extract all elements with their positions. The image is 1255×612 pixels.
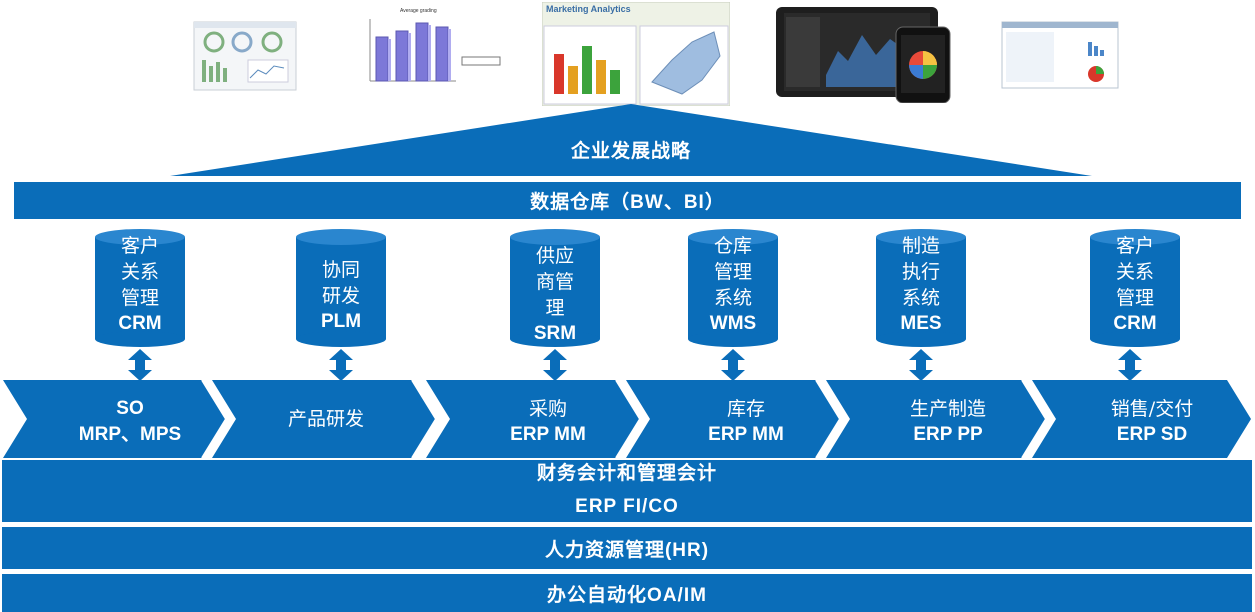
system-crm-cylinder: 客户 关系 管理 CRM	[95, 229, 185, 347]
double-arrow-icon	[909, 349, 933, 381]
process-label: 销售/交付	[1110, 398, 1194, 420]
process-label: 产品研发	[287, 408, 364, 430]
process-rd: 产品研发	[236, 406, 416, 432]
system-code: MES	[900, 313, 942, 334]
process-code: ERP MM	[708, 424, 784, 445]
bar-chart-thumbnail: Average grading	[369, 8, 501, 82]
system-line: 供应	[535, 245, 574, 267]
process-sales: 销售/交付 ERP SD	[1062, 396, 1242, 448]
process-label: 生产制造	[909, 398, 986, 420]
double-arrow-icon	[128, 349, 152, 381]
system-line: 商管	[535, 271, 574, 293]
system-line: 协同	[321, 259, 360, 281]
process-chevron	[3, 380, 226, 458]
process-label: 库存	[726, 398, 765, 420]
data-warehouse-bar: 数据仓库（BW、BI）	[14, 182, 1241, 219]
system-line: 管理	[713, 261, 752, 283]
svg-text:Marketing Analytics: Marketing Analytics	[546, 4, 631, 14]
system-mes-cylinder: 制造 执行 系统 MES	[876, 229, 966, 347]
finance-code: ERP FI/CO	[575, 496, 679, 517]
system-code: WMS	[709, 313, 757, 334]
process-chevron	[626, 380, 840, 458]
svg-text:Average grading: Average grading	[400, 8, 437, 14]
marketing-analytics-thumbnail: Marketing Analytics	[542, 2, 730, 106]
process-inventory: 库存 ERP MM	[656, 396, 836, 448]
double-arrow-icon	[721, 349, 745, 381]
process-label: 采购	[528, 398, 567, 420]
process-code: MRP、MPS	[78, 424, 182, 445]
system-code: PLM	[320, 311, 362, 332]
data-warehouse-label: 数据仓库（BW、BI）	[530, 192, 725, 213]
system-line: 仓库	[713, 235, 752, 257]
system-line: 理	[545, 297, 565, 319]
system-line: 系统	[901, 287, 940, 309]
system-line: 关系	[1115, 261, 1154, 283]
process-code: ERP MM	[510, 424, 586, 445]
system-srm-cylinder: 供应 商管 理 SRM	[510, 229, 600, 347]
system-code: CRM	[118, 313, 162, 334]
system-line: 研发	[321, 285, 360, 307]
system-line: 客户	[120, 235, 159, 257]
double-arrow-icon	[329, 349, 353, 381]
double-arrow-icon	[543, 349, 567, 381]
report-thumbnail	[1001, 21, 1119, 89]
oa-label: 办公自动化OA/IM	[547, 584, 707, 606]
system-line: 客户	[1115, 235, 1154, 257]
process-code: ERP PP	[913, 424, 983, 445]
system-line: 管理	[1115, 287, 1154, 309]
system-line: 关系	[120, 261, 159, 283]
process-purchase: 采购 ERP MM	[458, 396, 638, 448]
finance-label: 财务会计和管理会计	[536, 462, 717, 484]
process-chevron	[826, 380, 1046, 458]
system-line: 系统	[713, 287, 752, 309]
hr-label: 人力资源管理(HR)	[544, 539, 710, 561]
system-line: 执行	[901, 261, 940, 283]
process-code: SO	[116, 398, 144, 419]
finance-bar: 财务会计和管理会计 ERP FI/CO	[2, 460, 1252, 522]
process-chevron-row	[3, 380, 1251, 458]
process-chevron	[1032, 380, 1251, 458]
oa-bar: 办公自动化OA/IM	[2, 574, 1252, 612]
process-so-mrp: SO MRP、MPS	[40, 396, 220, 448]
system-wms-cylinder: 仓库 管理 系统 WMS	[688, 229, 778, 347]
system-code: CRM	[1113, 313, 1157, 334]
process-chevron	[426, 380, 640, 458]
system-plm-cylinder: 协同 研发 PLM	[296, 229, 386, 347]
hr-bar: 人力资源管理(HR)	[2, 527, 1252, 569]
strategy-triangle	[170, 104, 1092, 176]
double-arrow-icon	[1118, 349, 1142, 381]
system-code: SRM	[533, 323, 577, 344]
strategy-label: 企业发展战略	[570, 140, 691, 162]
process-production: 生产制造 ERP PP	[858, 396, 1038, 448]
process-code: ERP SD	[1116, 424, 1188, 445]
system-line: 制造	[901, 235, 940, 257]
tablet-phone-thumbnail	[776, 7, 951, 103]
process-chevron	[212, 380, 436, 458]
system-crm-2-cylinder: 客户 关系 管理 CRM	[1090, 229, 1180, 347]
system-line: 管理	[120, 287, 159, 309]
dashboard-thumbnail	[193, 21, 297, 91]
